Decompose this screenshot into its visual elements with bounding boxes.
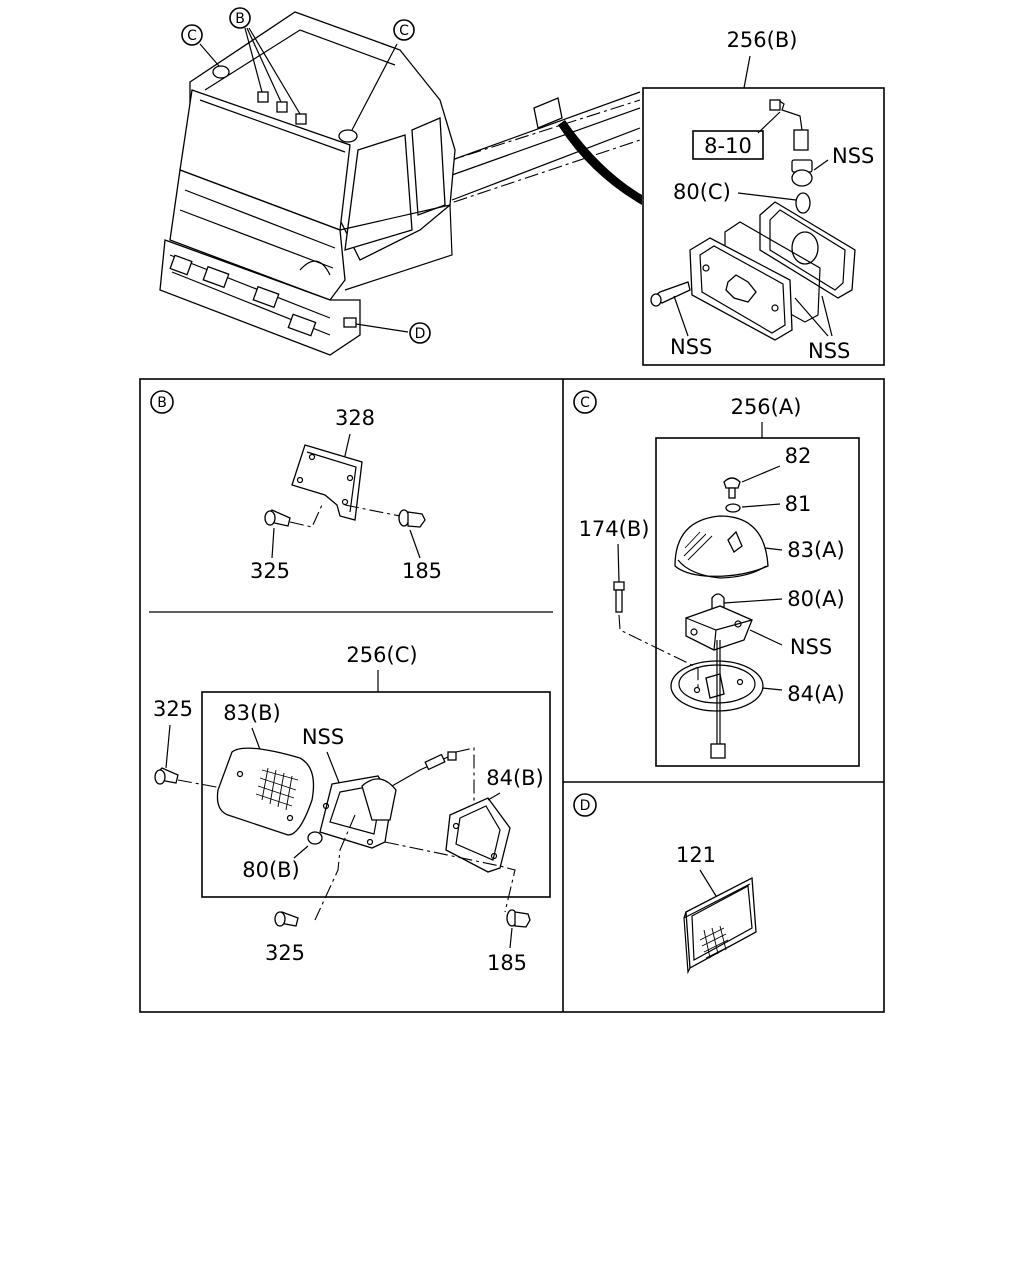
callout-c-left — [181, 24, 203, 46]
panel-d: D 121 — [573, 793, 757, 975]
label-174b: 174(B) — [579, 517, 650, 541]
label-nss-housing: NSS — [302, 725, 344, 749]
frame-256b — [642, 87, 885, 366]
label-121: 121 — [676, 843, 716, 867]
lens-hatch — [255, 767, 299, 811]
detail-256b: 256(B) 8-10 NSS 80(C) NSS — [642, 28, 885, 366]
label-80a: 80(A) — [787, 587, 844, 611]
label-82: 82 — [785, 444, 812, 468]
label-325-top: 325 — [250, 559, 290, 583]
panel-b-callout: B — [157, 395, 167, 411]
callout-b-text: B — [235, 11, 245, 27]
callout-d-text: D — [415, 326, 426, 342]
label-80b: 80(B) — [242, 858, 300, 882]
label-83b: 83(B) — [223, 701, 281, 725]
truck-cab-overview: C B C D — [159, 7, 642, 356]
panel-c: C 256(A) 82 81 83(A) 80(A) NSS — [573, 390, 860, 767]
label-nss-socket: NSS — [832, 144, 874, 168]
label-185-bottom: 185 — [487, 951, 527, 975]
callout-c-right — [393, 19, 415, 41]
label-83a: 83(A) — [787, 538, 844, 562]
label-328: 328 — [335, 406, 375, 430]
label-nss-lens: NSS — [808, 339, 850, 363]
callout-d — [409, 322, 431, 344]
label-81: 81 — [785, 492, 812, 516]
label-256c: 256(C) — [346, 643, 417, 667]
frame-256a — [655, 437, 860, 767]
label-325-left: 325 — [153, 697, 193, 721]
label-nss-base: NSS — [790, 635, 832, 659]
label-80c: 80(C) — [673, 180, 731, 204]
label-84a: 84(A) — [787, 682, 844, 706]
label-84b: 84(B) — [486, 766, 544, 790]
panel-c-callout: C — [580, 395, 590, 411]
callout-c-right-text: C — [399, 23, 409, 39]
label-256a: 256(A) — [731, 395, 802, 419]
label-325-bottom: 325 — [265, 941, 305, 965]
label-185-top: 185 — [402, 559, 442, 583]
callout-b — [229, 7, 251, 29]
panel-b: B 328 325 185 256(C) 325 83(B) — [150, 390, 551, 975]
ref-box-8-10 — [692, 130, 764, 160]
label-256b: 256(B) — [727, 28, 798, 52]
callout-c-left-text: C — [187, 28, 197, 44]
frame-256c — [201, 691, 551, 898]
panel-d-callout: D — [580, 798, 591, 814]
label-ref-8-10: 8-10 — [704, 134, 752, 158]
panel-frame — [139, 378, 885, 1013]
label-nss-screw: NSS — [670, 335, 712, 359]
